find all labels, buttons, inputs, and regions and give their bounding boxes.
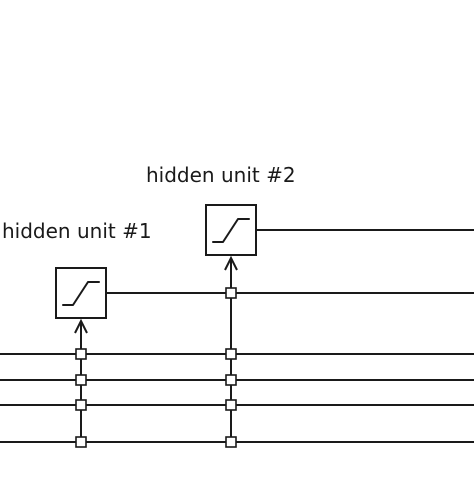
hidden-unit-2-node-4 [225, 436, 237, 448]
hidden-unit-2-node-output-1 [225, 287, 237, 299]
input-lines [0, 353, 474, 443]
hidden-unit-1-arrow-icon [74, 318, 88, 334]
hidden-unit-2-sigmoid-icon [212, 218, 250, 243]
hidden-unit-2: hidden unit #2 [146, 163, 474, 448]
hidden-unit-2-node-2 [225, 374, 237, 386]
hidden-unit-1-node-1 [75, 348, 87, 360]
hidden-unit-2-arrow-icon [224, 255, 238, 271]
hidden-unit-1-label: hidden unit #1 [2, 219, 152, 243]
hidden-unit-1-node-4 [75, 436, 87, 448]
hidden-unit-2-node-1 [225, 348, 237, 360]
hidden-unit-1: hidden unit #1 [2, 219, 474, 448]
hidden-unit-1-node-2 [75, 374, 87, 386]
hidden-unit-2-label: hidden unit #2 [146, 163, 296, 187]
hidden-unit-1-node-3 [75, 399, 87, 411]
hidden-unit-2-node-3 [225, 399, 237, 411]
hidden-unit-1-sigmoid-icon [62, 281, 100, 306]
